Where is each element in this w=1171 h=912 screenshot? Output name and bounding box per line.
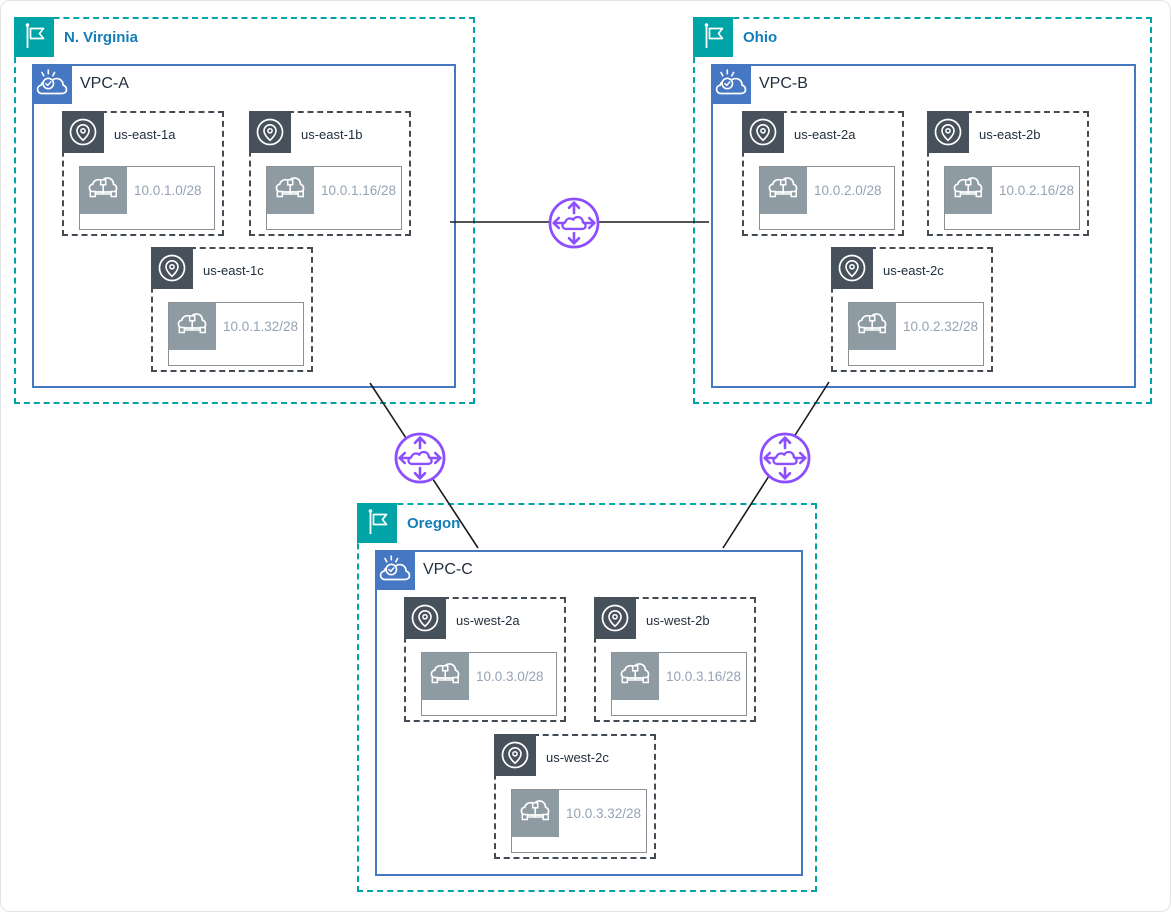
region-label: N. Virginia (64, 29, 138, 46)
subnet-cidr: 10.0.2.16/28 (999, 183, 1075, 198)
subnet-box: 10.0.3.0/28 (421, 652, 557, 716)
az-label: us-east-1b (301, 127, 363, 142)
az-label: us-east-1c (203, 263, 264, 278)
vpc-icon (711, 64, 751, 104)
vpc-peering-a-b (546, 195, 602, 251)
vpc-peering-b-c (757, 430, 813, 486)
subnet-box: 10.0.3.32/28 (511, 789, 647, 853)
availability-zone-icon (831, 247, 873, 289)
subnet-icon (612, 653, 659, 700)
az-label: us-east-2b (979, 127, 1041, 142)
az-us-east-1a: us-east-1a 10.0.1.0/28 (62, 111, 224, 236)
subnet-cidr: 10.0.1.16/28 (321, 183, 397, 198)
region-flag-icon (693, 17, 733, 57)
az-label: us-east-1a (114, 127, 176, 142)
subnet-icon (80, 167, 127, 214)
az-us-west-2c: us-west-2c 10.0.3.32/28 (494, 734, 656, 859)
az-label: us-east-2a (794, 127, 856, 142)
az-label: us-west-2a (456, 613, 520, 628)
subnet-cidr: 10.0.3.32/28 (566, 806, 642, 821)
vpc-peering-icon (759, 432, 811, 484)
subnet-cidr: 10.0.2.0/28 (814, 183, 882, 198)
az-us-east-2a: us-east-2a 10.0.2.0/28 (742, 111, 904, 236)
subnet-cidr: 10.0.1.32/28 (223, 319, 299, 334)
availability-zone-icon (249, 111, 291, 153)
vpc-c: VPC-C us-west-2a (375, 550, 803, 876)
az-label: us-west-2c (546, 750, 609, 765)
vpc-label: VPC-C (423, 561, 473, 578)
region-n-virginia: N. Virginia VPC-A (14, 17, 475, 404)
region-oregon: Oregon VPC-C (357, 503, 817, 892)
subnet-cidr: 10.0.1.0/28 (134, 183, 202, 198)
availability-zone-icon (594, 597, 636, 639)
vpc-a: VPC-A us-east-1a (32, 64, 456, 388)
region-label: Ohio (743, 29, 778, 46)
az-us-east-1b: us-east-1b 10.0.1.16/28 (249, 111, 411, 236)
vpc-b: VPC-B us-east-2a (711, 64, 1136, 388)
subnet-icon (945, 167, 992, 214)
vpc-icon (375, 550, 415, 590)
subnet-icon (849, 303, 896, 350)
availability-zone-icon (742, 111, 784, 153)
az-us-east-1c: us-east-1c 10.0.1.32/28 (151, 247, 313, 372)
subnet-box: 10.0.2.16/28 (944, 166, 1080, 230)
subnet-box: 10.0.1.32/28 (168, 302, 304, 366)
subnet-box: 10.0.1.16/28 (266, 166, 402, 230)
availability-zone-icon (927, 111, 969, 153)
region-flag-icon (357, 503, 397, 543)
availability-zone-icon (494, 734, 536, 776)
az-us-east-2c: us-east-2c 10.0.2.32/28 (831, 247, 993, 372)
region-ohio: Ohio VPC-B (693, 17, 1152, 404)
region-label: Oregon (407, 515, 461, 532)
vpc-icon (32, 64, 72, 104)
subnet-cidr: 10.0.2.32/28 (903, 319, 979, 334)
availability-zone-icon (151, 247, 193, 289)
az-us-west-2b: us-west-2b 10.0.3.16/28 (594, 597, 756, 722)
region-flag-icon (14, 17, 54, 57)
subnet-cidr: 10.0.3.16/28 (666, 669, 742, 684)
az-label: us-west-2b (646, 613, 710, 628)
subnet-box: 10.0.2.32/28 (848, 302, 984, 366)
vpc-peering-icon (394, 432, 446, 484)
subnet-icon (169, 303, 216, 350)
vpc-peering-icon (548, 197, 600, 249)
az-us-east-2b: us-east-2b 10.0.2.16/28 (927, 111, 1089, 236)
az-label: us-east-2c (883, 263, 944, 278)
vpc-peering-a-c (392, 430, 448, 486)
subnet-icon (422, 653, 469, 700)
az-us-west-2a: us-west-2a 10.0.3.0/28 (404, 597, 566, 722)
vpc-label: VPC-A (80, 75, 129, 92)
subnet-box: 10.0.2.0/28 (759, 166, 895, 230)
subnet-icon (267, 167, 314, 214)
availability-zone-icon (404, 597, 446, 639)
subnet-icon (512, 790, 559, 837)
subnet-box: 10.0.3.16/28 (611, 652, 747, 716)
subnet-icon (760, 167, 807, 214)
availability-zone-icon (62, 111, 104, 153)
subnet-box: 10.0.1.0/28 (79, 166, 215, 230)
subnet-cidr: 10.0.3.0/28 (476, 669, 544, 684)
vpc-label: VPC-B (759, 75, 808, 92)
